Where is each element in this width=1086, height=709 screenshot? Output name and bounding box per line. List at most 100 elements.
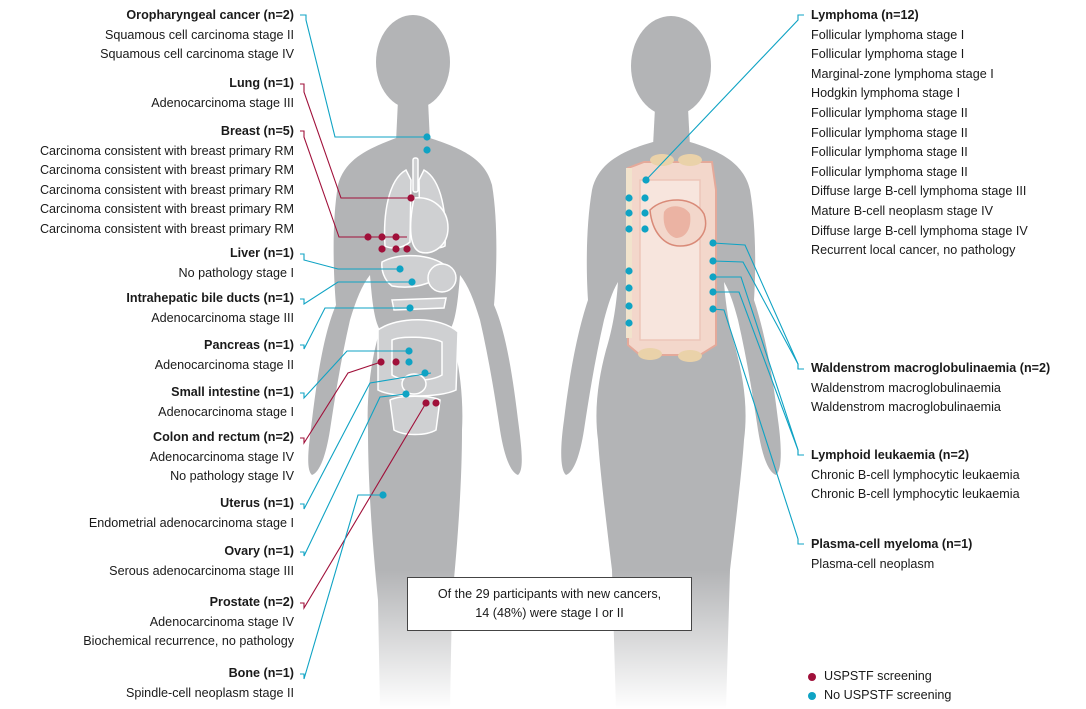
pancreas-group: Pancreas (n=1) Adenocarcinoma stage II bbox=[155, 336, 294, 375]
group-header: Pancreas (n=1) bbox=[204, 338, 294, 352]
no-screening-marker-dot bbox=[421, 369, 429, 377]
connector-line bbox=[300, 494, 383, 680]
diagnosis-line: Mature B-cell neoplasm stage IV bbox=[811, 203, 993, 218]
group-header: Intrahepatic bile ducts (n=1) bbox=[126, 291, 294, 305]
lymphoid-leukaemia-group: Lymphoid leukaemia (n=2) Chronic B-cell … bbox=[811, 446, 1020, 505]
diagnosis-line: Follicular lymphoma stage I bbox=[811, 47, 965, 62]
diagnosis-line: Diffuse large B-cell lymphoma stage IV bbox=[811, 223, 1028, 238]
group-header: Lymphoma (n=12) bbox=[811, 8, 919, 22]
diagnosis-line: Waldenstrom macroglobulinaemia bbox=[811, 380, 1001, 395]
no-screening-marker-dot bbox=[641, 209, 649, 217]
no-screening-marker-dot bbox=[402, 390, 410, 398]
diagnosis-line: Biochemical recurrence, no pathology bbox=[83, 634, 294, 649]
no-screening-marker-dot bbox=[642, 176, 650, 184]
screening-marker-dot bbox=[422, 399, 430, 407]
screening-marker-dot bbox=[407, 194, 415, 202]
connector-line bbox=[712, 260, 804, 370]
group-header: Oropharyngeal cancer (n=2) bbox=[126, 8, 294, 22]
group-header: Small intestine (n=1) bbox=[171, 385, 294, 399]
legend-item-no-screening: No USPSTF screening bbox=[808, 686, 951, 705]
organ-group bbox=[377, 157, 459, 436]
connector-lines bbox=[300, 14, 804, 680]
no-screening-marker-dot bbox=[625, 284, 633, 292]
diagnosis-line: Adenocarcinoma stage I bbox=[158, 404, 294, 419]
diagnosis-line: Follicular lymphoma stage II bbox=[811, 145, 968, 160]
legend-label: USPSTF screening bbox=[824, 669, 932, 683]
lymphoma-group: Lymphoma (n=12) Follicular lymphoma stag… bbox=[811, 6, 1028, 261]
diagnosis-line: Adenocarcinoma stage III bbox=[151, 310, 294, 325]
diagnosis-line: Waldenstrom macroglobulinaemia bbox=[811, 400, 1001, 415]
group-header: Uterus (n=1) bbox=[220, 496, 294, 510]
ovary-group: Ovary (n=1) Serous adenocarcinoma stage … bbox=[109, 542, 294, 581]
diagnosis-line: Hodgkin lymphoma stage I bbox=[811, 86, 961, 101]
group-header: Prostate (n=2) bbox=[209, 595, 294, 609]
summary-line-1: Of the 29 participants with new cancers, bbox=[437, 587, 662, 601]
connector-line bbox=[300, 281, 412, 306]
diagnosis-line: Spindle-cell neoplasm stage II bbox=[125, 685, 294, 700]
connector-line bbox=[300, 361, 382, 445]
no-screening-marker-dot bbox=[423, 133, 431, 141]
no-screening-marker-dot bbox=[641, 225, 649, 233]
no-screening-marker-dot bbox=[625, 267, 633, 275]
diagnosis-line: Carcinoma consistent with breast primary… bbox=[39, 221, 294, 236]
group-header: Waldenstrom macroglobulinaemia (n=2) bbox=[811, 361, 1051, 375]
no-screening-marker-dot bbox=[408, 278, 416, 286]
connector-line bbox=[300, 402, 427, 610]
diagnosis-line: Adenocarcinoma stage IV bbox=[149, 614, 294, 629]
diagnosis-line: Follicular lymphoma stage II bbox=[811, 164, 968, 179]
prostate-group: Prostate (n=2) Adenocarcinoma stage IV B… bbox=[83, 593, 294, 652]
diagnosis-line: Carcinoma consistent with breast primary… bbox=[39, 182, 294, 197]
connector-line bbox=[300, 83, 411, 199]
no-screening-marker-dot bbox=[641, 194, 649, 202]
group-header: Bone (n=1) bbox=[228, 666, 294, 680]
no-screening-marker-dot bbox=[625, 319, 633, 327]
bone-group: Bone (n=1) Spindle-cell neoplasm stage I… bbox=[126, 664, 294, 703]
screening-marker-dot bbox=[377, 358, 385, 366]
waldenstrom-group: Waldenstrom macroglobulinaemia (n=2) Wal… bbox=[811, 359, 1050, 418]
diagnosis-line: Squamous cell carcinoma stage II bbox=[105, 27, 294, 42]
group-header: Liver (n=1) bbox=[229, 246, 294, 260]
screening-dot-icon bbox=[808, 672, 816, 681]
screening-marker-dot bbox=[364, 233, 372, 241]
no-screening-marker-dot bbox=[396, 265, 404, 273]
connector-line bbox=[300, 253, 400, 270]
liver-group: Liver (n=1) No pathology stage I bbox=[178, 244, 294, 283]
diagnosis-line: Marginal-zone lymphoma stage I bbox=[811, 66, 994, 81]
no-screening-marker-dot bbox=[406, 304, 414, 312]
screening-marker-dot bbox=[392, 233, 400, 241]
diagnosis-line: No pathology stage I bbox=[178, 265, 294, 280]
connector-line bbox=[300, 393, 407, 557]
diagnosis-line: Squamous cell carcinoma stage IV bbox=[100, 47, 294, 62]
connector-line bbox=[300, 372, 432, 510]
no-screening-dot-icon bbox=[808, 691, 816, 700]
connector-line bbox=[645, 14, 804, 181]
group-header: Lymphoid leukaemia (n=2) bbox=[811, 448, 970, 462]
summary-line-2: 14 (48%) were stage I or II bbox=[475, 606, 624, 620]
no-screening-marker-dot bbox=[625, 194, 633, 202]
screening-marker-dot bbox=[392, 358, 400, 366]
diagnosis-line: Follicular lymphoma stage I bbox=[811, 27, 965, 42]
group-header: Colon and rectum (n=2) bbox=[153, 430, 294, 444]
no-screening-marker-dot bbox=[709, 273, 717, 281]
diagnosis-line: Diffuse large B-cell lymphoma stage III bbox=[811, 184, 1027, 199]
diagnosis-line: Carcinoma consistent with breast primary… bbox=[39, 202, 294, 217]
no-screening-marker-dot bbox=[709, 239, 717, 247]
diagnosis-line: Chronic B-cell lymphocytic leukaemia bbox=[811, 487, 1020, 502]
legend-item-screening: USPSTF screening bbox=[808, 667, 951, 686]
bile-ducts-group: Intrahepatic bile ducts (n=1) Adenocarci… bbox=[126, 289, 294, 328]
connector-line bbox=[300, 130, 407, 238]
screening-marker-dot bbox=[432, 399, 440, 407]
diagnosis-line: Endometrial adenocarcinoma stage I bbox=[88, 515, 294, 530]
small-intestine-group: Small intestine (n=1) Adenocarcinoma sta… bbox=[158, 383, 294, 422]
diagnosis-line: Carcinoma consistent with breast primary… bbox=[39, 163, 294, 178]
summary-box: Of the 29 participants with new cancers,… bbox=[407, 577, 692, 631]
lung-group: Lung (n=1) Adenocarcinoma stage III bbox=[151, 74, 294, 113]
no-screening-marker-dot bbox=[625, 225, 633, 233]
oropharyngeal-group: Oropharyngeal cancer (n=2) Squamous cell… bbox=[100, 6, 294, 65]
diagnosis-line: Serous adenocarcinoma stage III bbox=[109, 563, 294, 578]
screening-marker-dot bbox=[378, 245, 386, 253]
no-screening-marker-dot bbox=[709, 257, 717, 265]
colon-rectum-group: Colon and rectum (n=2) Adenocarcinoma st… bbox=[150, 428, 294, 487]
